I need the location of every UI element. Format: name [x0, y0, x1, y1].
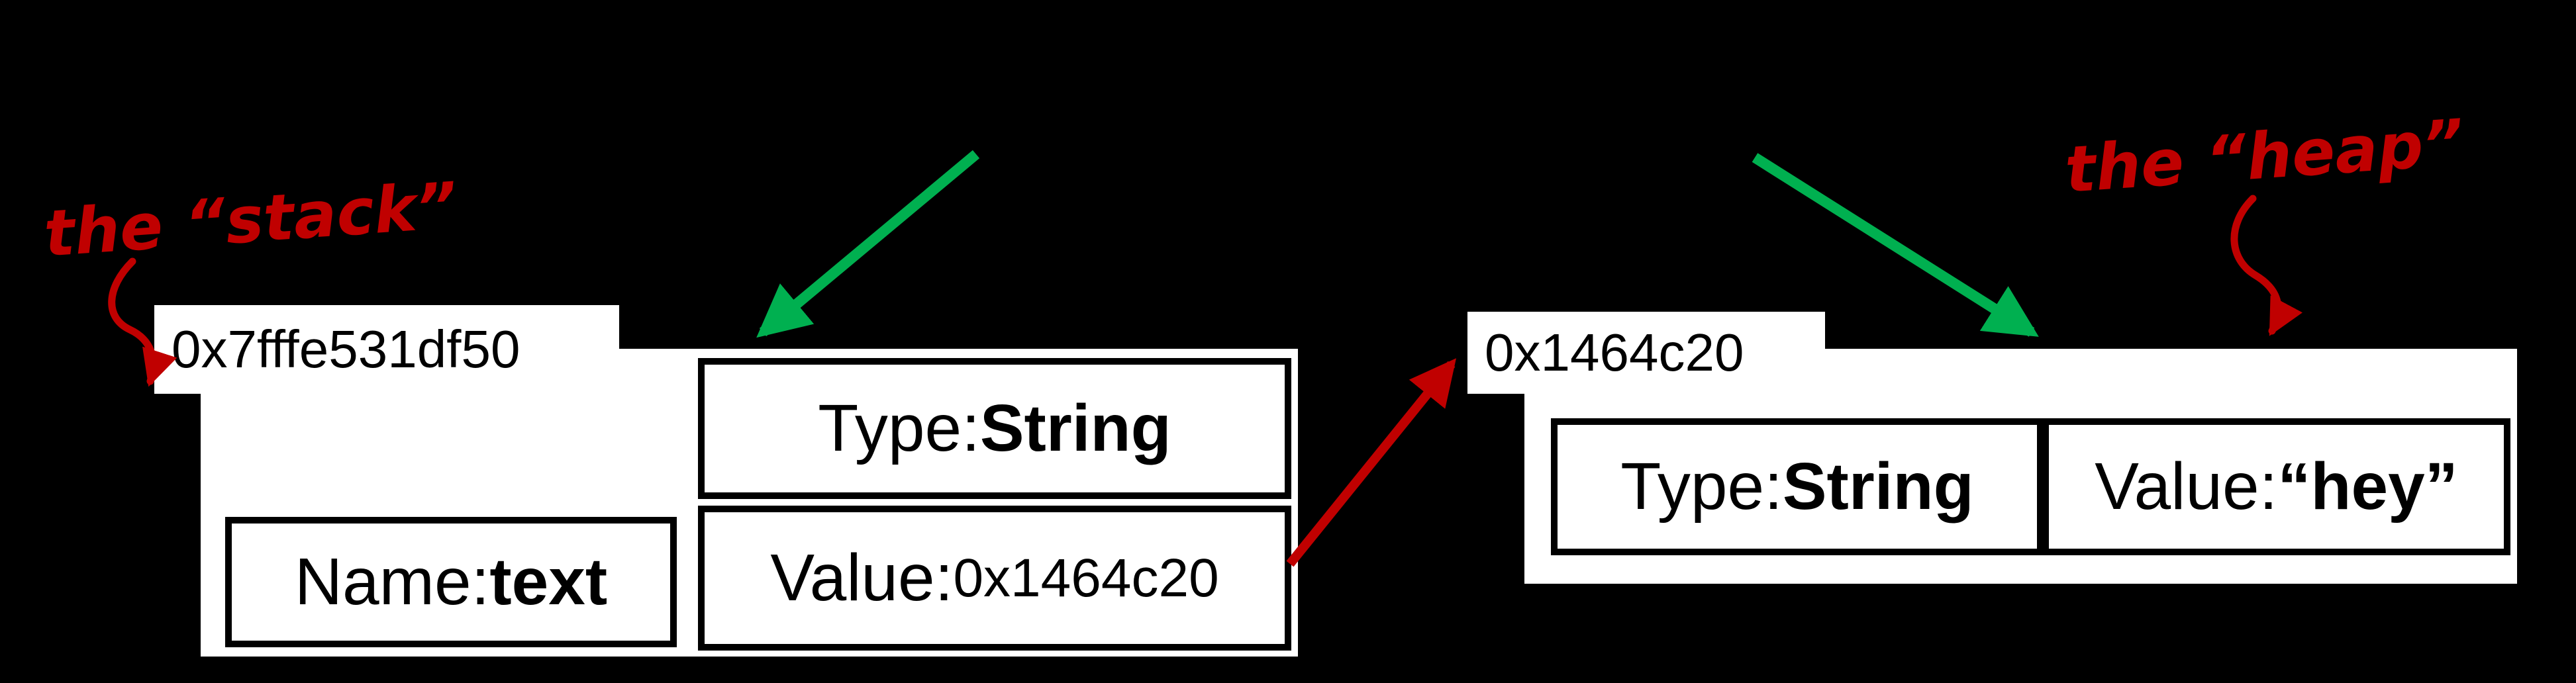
stack-value-pointer: 0x1464c20: [953, 547, 1219, 608]
heap-value-box: Value: “hey”: [2042, 418, 2510, 555]
stack-value-box: Value: 0x1464c20: [698, 506, 1291, 651]
stack-squiggle-arrow: [108, 257, 177, 387]
stack-name-value: text: [489, 545, 608, 619]
stack-value-label: Value:: [770, 541, 954, 615]
heap-annotation: the “heap”: [2062, 105, 2467, 207]
green-arrow-to-heap: [1752, 153, 2039, 337]
stack-annotation: the “stack”: [41, 168, 460, 271]
heap-value-value: “hey”: [2277, 449, 2458, 524]
heap-address-label: 0x1464c20: [1467, 312, 1825, 394]
stack-address-label: 0x7fffe531df50: [154, 305, 619, 394]
heap-squiggle-arrow: [2230, 195, 2303, 336]
stack-type-value: String: [979, 391, 1171, 465]
heap-type-label: Type:: [1620, 449, 1783, 524]
heap-value-label: Value:: [2095, 449, 2278, 524]
red-pointer-arrow-value-to-heap: [1286, 358, 1457, 567]
stack-name-label: Name:: [294, 545, 490, 619]
heap-type-box: Type: String: [1551, 418, 2044, 555]
stack-type-label: Type:: [818, 391, 980, 465]
green-arrow-to-stack: [756, 150, 980, 338]
stack-name-box: Name: text: [225, 517, 677, 647]
heap-type-value: String: [1782, 449, 1974, 524]
stack-type-box: Type: String: [698, 358, 1291, 499]
